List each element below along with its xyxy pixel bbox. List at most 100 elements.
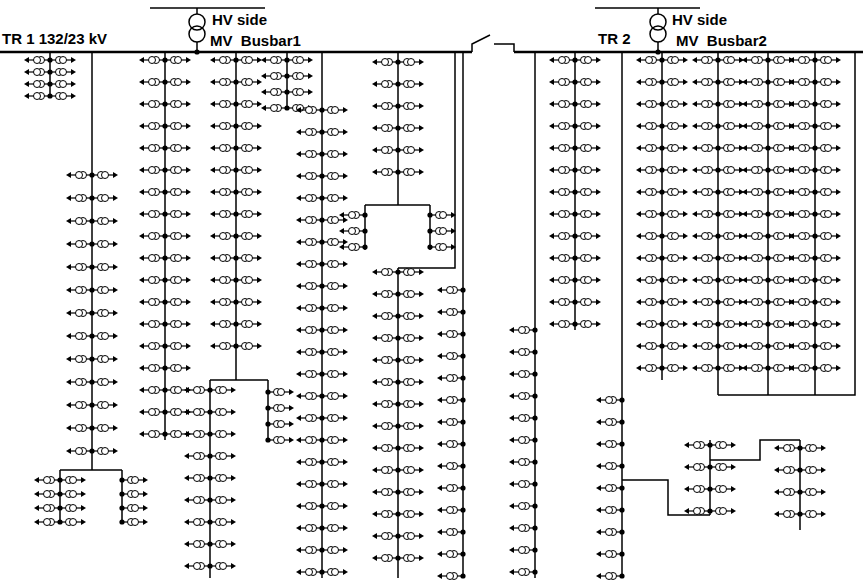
node-dot	[765, 101, 770, 106]
load-symbol	[815, 255, 841, 262]
load-symbol	[210, 145, 236, 152]
load-symbol	[139, 277, 165, 284]
load-symbol	[210, 431, 236, 438]
node-dot	[207, 475, 212, 480]
node-dot	[319, 503, 324, 508]
load-symbol	[372, 291, 398, 298]
node-dot	[265, 389, 270, 394]
load-symbol	[596, 419, 622, 426]
load-symbol	[34, 519, 60, 526]
load-symbol	[165, 101, 191, 108]
node-dot	[427, 228, 432, 233]
load-symbol	[509, 327, 535, 334]
load-symbol	[210, 299, 236, 306]
load-symbol	[710, 464, 736, 471]
load-symbol	[372, 125, 398, 132]
load-symbol	[184, 453, 210, 460]
load-symbol	[66, 287, 92, 294]
load-symbol	[742, 321, 768, 328]
load-symbol	[236, 145, 262, 152]
hv-busbar	[595, 7, 700, 9]
load-symbol	[322, 261, 348, 268]
load-symbol	[768, 79, 794, 86]
node-dot	[233, 167, 238, 172]
load-symbol	[509, 415, 535, 422]
load-symbol	[210, 387, 236, 394]
node-dot	[707, 486, 712, 491]
load-symbol	[549, 299, 575, 306]
load-symbol	[718, 211, 744, 218]
load-symbol	[60, 477, 86, 484]
load-symbol	[184, 387, 210, 394]
load-symbol	[768, 189, 794, 196]
load-symbol	[575, 277, 601, 284]
node-dot	[319, 547, 324, 552]
load-symbol	[692, 57, 718, 64]
node-dot	[572, 233, 577, 238]
node-dot	[395, 103, 400, 108]
load-symbol	[768, 211, 794, 218]
load-symbol	[549, 189, 575, 196]
node-dot	[162, 79, 167, 84]
node-dot	[319, 129, 324, 134]
node-dot	[395, 169, 400, 174]
load-symbol	[139, 167, 165, 174]
load-symbol	[66, 379, 92, 386]
load-symbol	[742, 211, 768, 218]
load-symbol	[692, 101, 718, 108]
load-symbol	[662, 57, 688, 64]
load-symbol	[789, 167, 815, 174]
node-dot	[765, 343, 770, 348]
load-symbol	[718, 189, 744, 196]
node-dot	[812, 79, 817, 84]
load-symbol	[549, 123, 575, 130]
load-symbol	[636, 299, 662, 306]
load-symbol	[768, 277, 794, 284]
load-symbol	[662, 101, 688, 108]
load-symbol	[210, 167, 236, 174]
feeder-line	[364, 205, 366, 250]
load-symbol	[636, 233, 662, 240]
feeder-line	[709, 440, 711, 515]
load-symbol	[398, 335, 424, 342]
load-symbol	[296, 459, 322, 466]
load-symbol	[789, 299, 815, 306]
node-dot	[765, 277, 770, 282]
load-symbol	[184, 563, 210, 570]
load-symbol	[768, 145, 794, 152]
node-dot	[715, 167, 720, 172]
load-symbol	[66, 356, 92, 363]
load-symbol	[692, 299, 718, 306]
node-dot	[659, 233, 664, 238]
load-symbol	[789, 101, 815, 108]
node-dot	[707, 508, 712, 513]
node-dot	[532, 525, 537, 530]
load-symbol	[718, 277, 744, 284]
load-symbol	[692, 145, 718, 152]
node-dot	[233, 277, 238, 282]
node-dot	[89, 402, 94, 407]
load-symbol	[296, 305, 322, 312]
node-dot	[162, 233, 167, 238]
load-symbol	[287, 73, 313, 80]
load-symbol	[789, 277, 815, 284]
load-symbol	[800, 467, 826, 474]
load-symbol	[372, 379, 398, 386]
node-dot	[319, 195, 324, 200]
node-dot	[812, 145, 817, 150]
node-dot	[395, 555, 400, 560]
node-dot	[119, 477, 124, 482]
load-symbol	[139, 211, 165, 218]
load-symbol	[66, 402, 92, 409]
node-dot	[715, 299, 720, 304]
load-symbol	[322, 481, 348, 488]
load-symbol	[210, 409, 236, 416]
label-text: TR 1 132/23 kV	[2, 30, 107, 48]
node-dot	[319, 393, 324, 398]
node-dot	[659, 343, 664, 348]
load-symbol	[800, 511, 826, 518]
load-symbol	[322, 283, 348, 290]
load-symbol	[509, 547, 535, 554]
node-dot	[395, 291, 400, 296]
load-symbol	[742, 101, 768, 108]
